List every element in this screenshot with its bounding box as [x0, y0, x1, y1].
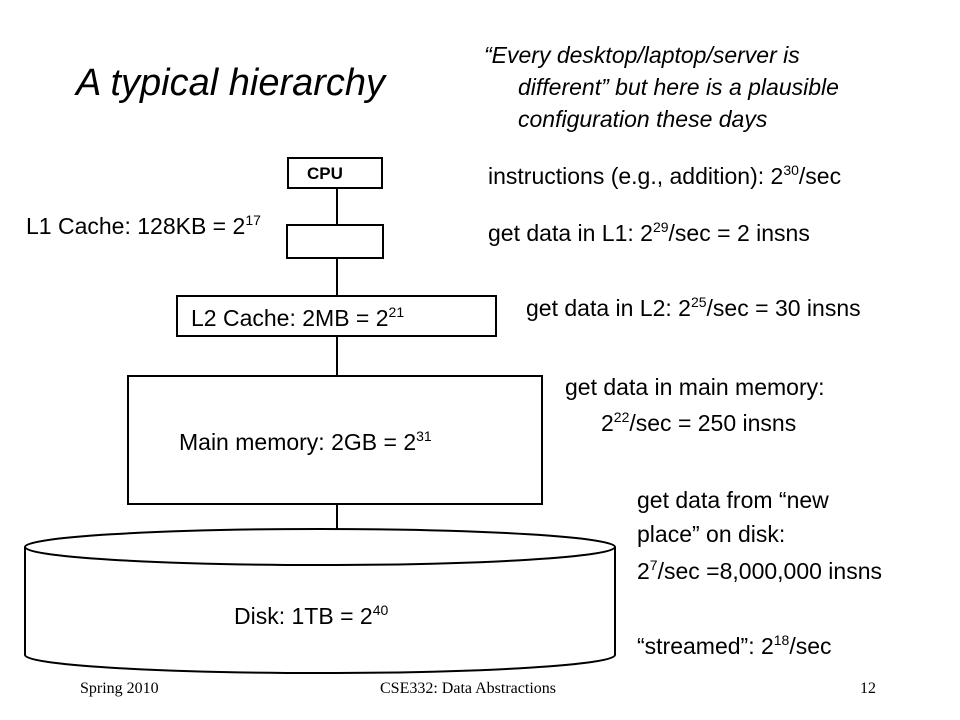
note-disk-line-2: place” on disk: — [637, 521, 786, 547]
note-l2-exp: 25 — [690, 294, 707, 310]
note-streamed-post: /sec — [789, 633, 832, 659]
l1-label-exp: 17 — [245, 212, 261, 228]
note-streamed-pre: “streamed”: 2 — [637, 633, 774, 659]
connector-main-disk — [336, 504, 338, 530]
note-l1: get data in L1: 229/sec = 2 insns — [488, 219, 810, 247]
note-main-line-2: 222/sec = 250 insns — [601, 409, 796, 437]
note-l1-pre: get data in L1: 2 — [488, 220, 653, 246]
l2-label: L2 Cache: 2MB = 221 — [191, 304, 404, 332]
note-streamed: “streamed”: 218/sec — [637, 632, 832, 660]
note-streamed-exp: 18 — [773, 632, 790, 648]
l2-label-exp: 21 — [388, 304, 405, 320]
footer-page-number: 12 — [860, 680, 876, 697]
note-disk-line-3-exp: 7 — [649, 557, 658, 573]
note-l2-pre: get data in L2: 2 — [526, 295, 691, 321]
note-instructions-pre: instructions (e.g., addition): 2 — [488, 163, 784, 189]
note-main-line-1: get data in main memory: — [565, 374, 825, 400]
note-disk-line-3: 27/sec =8,000,000 insns — [637, 557, 882, 585]
connector-l2-main — [336, 336, 338, 376]
note-main-line-2-pre: 2 — [601, 410, 614, 436]
disk-body — [24, 547, 616, 674]
slide-title: A typical hierarchy — [76, 62, 386, 104]
connector-cpu-l1 — [336, 188, 338, 224]
disk-label: Disk: 1TB = 240 — [234, 602, 388, 630]
note-l2-post: /sec = 30 insns — [706, 295, 861, 321]
note-main-line-2-post: /sec = 250 insns — [629, 410, 797, 436]
quote-line-2: different” but here is a plausible — [518, 74, 839, 100]
main-memory-label: Main memory: 2GB = 231 — [179, 428, 432, 456]
l1-label: L1 Cache: 128KB = 217 — [26, 212, 261, 240]
disk-top — [24, 528, 616, 566]
quote-line-3: configuration these days — [518, 106, 768, 132]
connector-l1-l2 — [336, 258, 338, 296]
main-memory-label-exp: 31 — [416, 428, 432, 444]
note-l1-exp: 29 — [652, 219, 669, 235]
note-main-line-2-exp: 22 — [613, 409, 630, 425]
note-disk-line-1: get data from “new — [637, 487, 829, 513]
note-disk-line-3-post: /sec =8,000,000 insns — [657, 558, 883, 584]
disk-label-text: Disk: 1TB = 2 — [234, 603, 373, 629]
note-instructions-post: /sec — [798, 163, 842, 189]
cpu-label: CPU — [307, 164, 343, 183]
footer-date: Spring 2010 — [80, 680, 159, 697]
quote-line-1: “Every desktop/laptop/server is — [484, 42, 800, 68]
l2-label-text: L2 Cache: 2MB = 2 — [191, 305, 389, 331]
l1-label-text: L1 Cache: 128KB = 2 — [26, 213, 246, 239]
cpu-box: CPU — [287, 157, 383, 189]
main-memory-box: Main memory: 2GB = 231 — [127, 375, 543, 505]
note-instructions: instructions (e.g., addition): 230/sec — [488, 162, 841, 190]
note-l2: get data in L2: 225/sec = 30 insns — [526, 294, 861, 322]
l1-box — [286, 224, 384, 259]
note-instructions-exp: 30 — [783, 162, 799, 178]
disk-label-exp: 40 — [372, 602, 389, 618]
footer-course: CSE332: Data Abstractions — [380, 680, 556, 697]
note-l1-post: /sec = 2 insns — [668, 220, 810, 246]
note-disk-line-3-pre: 2 — [637, 558, 650, 584]
main-memory-label-text: Main memory: 2GB = 2 — [179, 429, 417, 455]
l2-box: L2 Cache: 2MB = 221 — [176, 295, 497, 337]
